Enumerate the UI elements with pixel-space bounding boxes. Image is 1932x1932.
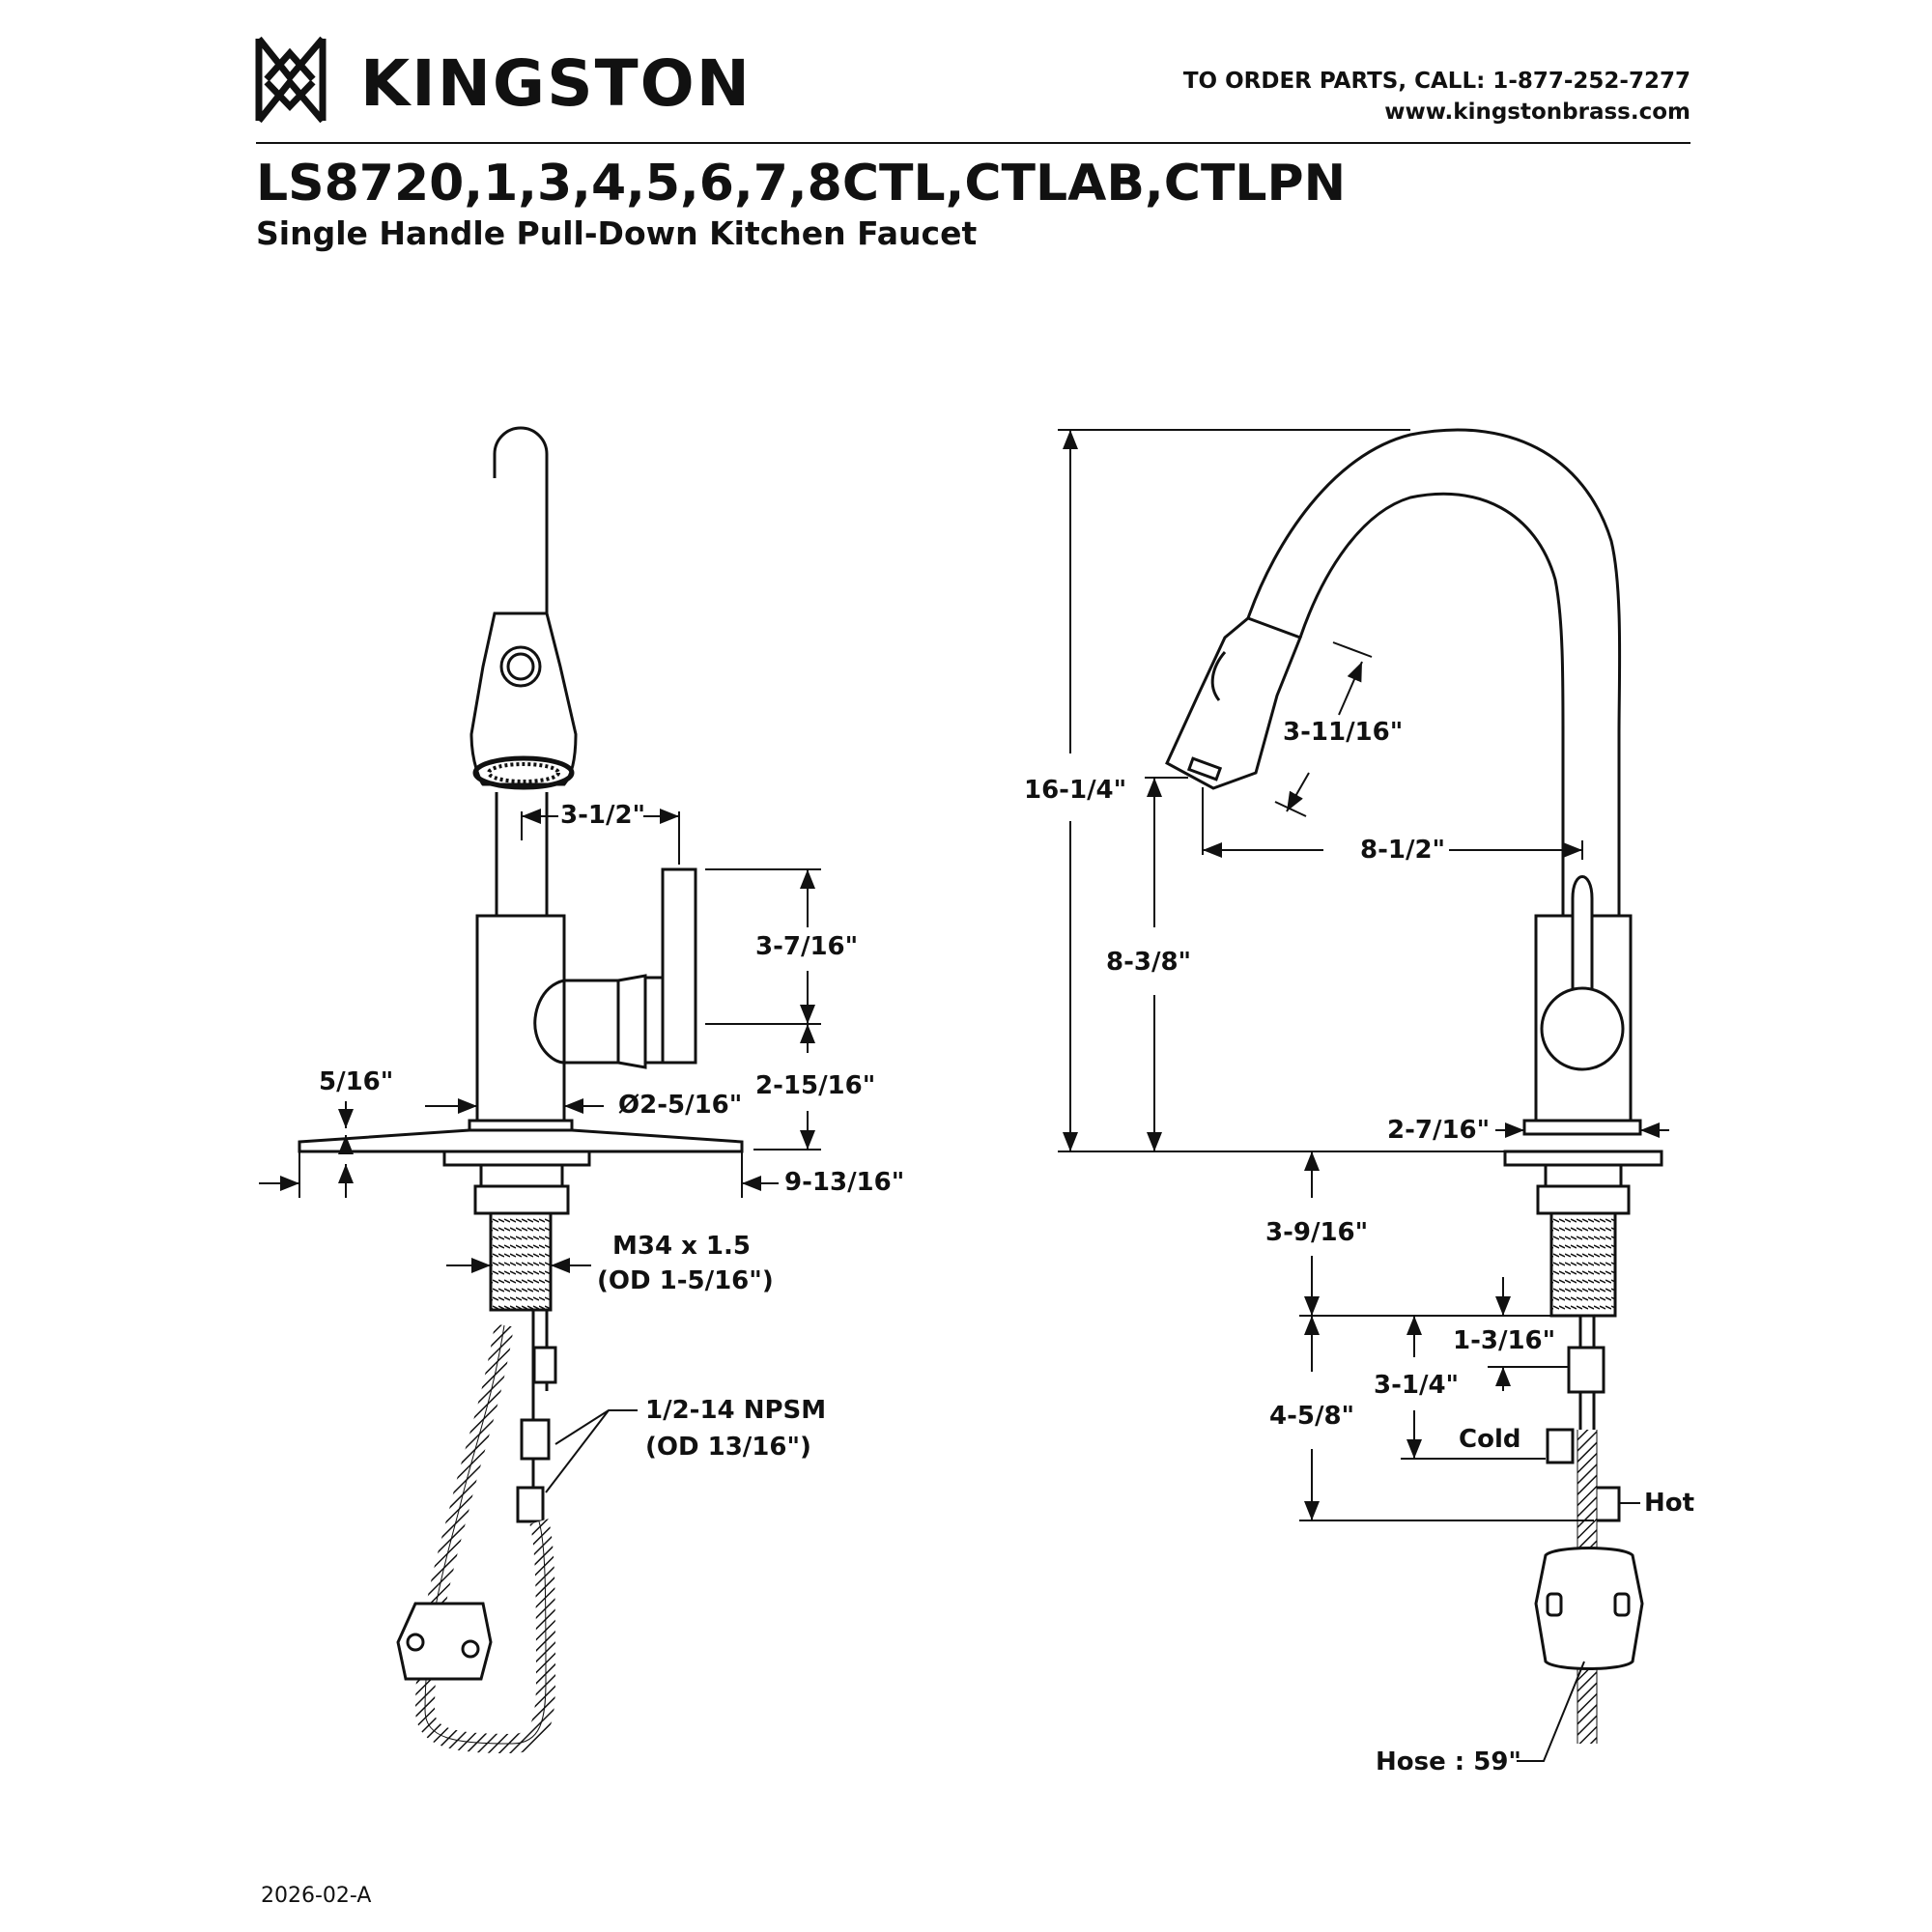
dim-base-diameter: 2-7/16": [1387, 1116, 1490, 1145]
dim-handle-base: 2-15/16": [755, 1071, 875, 1100]
dim-handle-offset: 3-1/2": [560, 801, 645, 830]
front-view: [298, 426, 744, 1754]
dim-deck-plate: 9-13/16": [784, 1168, 904, 1197]
dim-reach: 8-1/2": [1360, 836, 1445, 865]
dim-shank-thread: M34 x 1.5: [612, 1232, 751, 1261]
order-phone: TO ORDER PARTS, CALL: 1-877-252-7277: [1182, 69, 1690, 94]
brand-name: KINGSTON: [360, 46, 753, 121]
model-number: LS8720,1,3,4,5,6,7,8CTL,CTLAB,CTLPN: [256, 155, 1347, 213]
side-dimensions: [1058, 429, 1669, 1762]
dim-supply-thread: 1/2-14 NPSM: [645, 1396, 826, 1425]
label-cold: Cold: [1459, 1425, 1520, 1454]
dim-shank-length: 3-9/16": [1265, 1218, 1368, 1247]
dim-hot-depth: 4-5/8": [1269, 1402, 1354, 1431]
dim-handle-height: 3-7/16": [755, 932, 858, 961]
dim-supply-od: (OD 13/16"): [645, 1433, 811, 1462]
dim-cold-depth: 3-1/4": [1374, 1371, 1459, 1400]
dim-overall-height: 16-1/4": [1024, 776, 1126, 805]
header-divider: [256, 142, 1690, 144]
document-number: 2026-02-A: [261, 1884, 372, 1908]
label-hose-length: Hose : 59": [1376, 1747, 1521, 1776]
dim-shank-od: (OD 1-5/16"): [597, 1266, 774, 1295]
dim-cold-to-shank: 1-3/16": [1453, 1326, 1555, 1355]
dim-clearance: 8-3/8": [1106, 948, 1191, 977]
website-link[interactable]: www.kingstonbrass.com: [1384, 99, 1690, 125]
order-info: TO ORDER PARTS, CALL: 1-877-252-7277 www…: [1183, 66, 1690, 128]
dim-body-diameter: Ø2-5/16": [618, 1091, 742, 1120]
dim-spray-head: 3-11/16": [1283, 718, 1403, 747]
label-hot: Hot: [1644, 1489, 1694, 1518]
front-dimensions: [259, 809, 821, 1493]
product-description: Single Handle Pull-Down Kitchen Faucet: [256, 214, 978, 252]
side-view: [1165, 428, 1663, 1744]
dim-deck-thickness: 5/16": [319, 1067, 393, 1096]
